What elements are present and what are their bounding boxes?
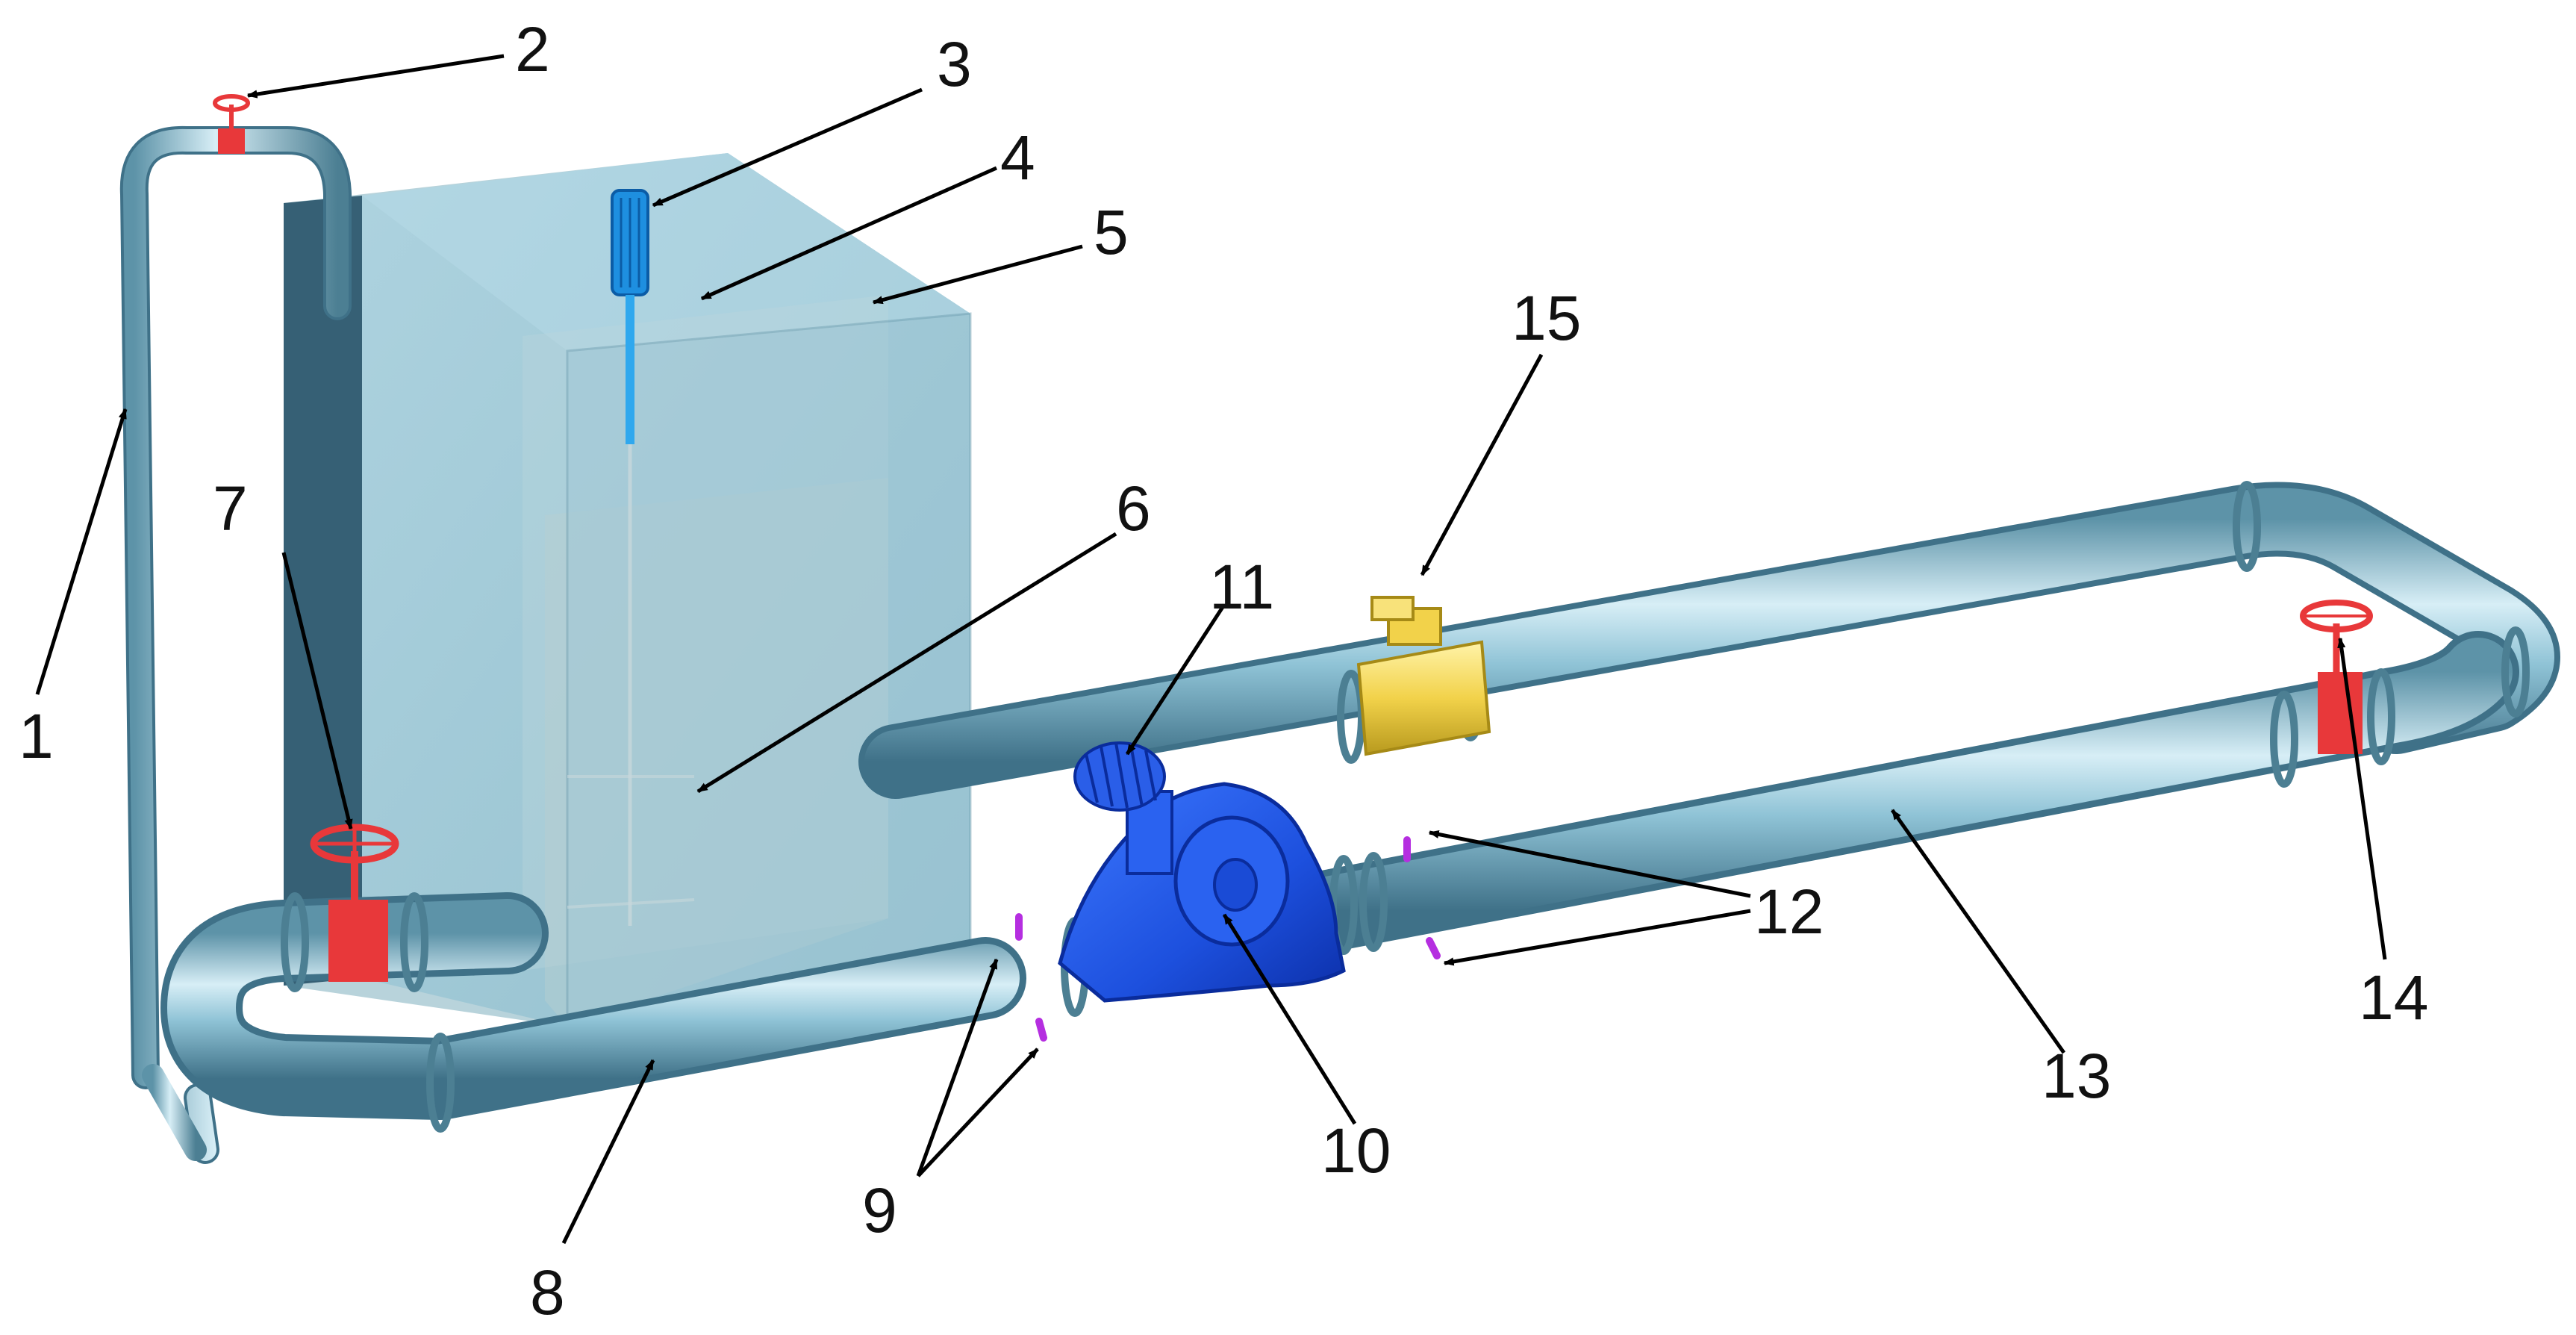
callout-5: 5	[1094, 197, 1129, 267]
pump-motor-fan	[1073, 741, 1166, 812]
callout-12: 12	[1754, 877, 1824, 947]
water-tank	[284, 153, 972, 1028]
centrifugal-pump	[1058, 782, 1346, 1003]
callout-8: 8	[530, 1257, 565, 1328]
callout-11: 11	[1209, 552, 1274, 622]
vent-valve	[213, 94, 250, 154]
callout-1: 1	[19, 701, 54, 771]
callout-7: 7	[213, 473, 248, 544]
outlet-valve	[310, 824, 399, 982]
callout-14: 14	[2359, 962, 2428, 1033]
pressure-taps	[1015, 836, 1441, 1042]
callout-arrows	[35, 54, 2387, 1245]
callout-3: 3	[937, 29, 972, 99]
callout-10: 10	[1321, 1115, 1391, 1186]
callout-6: 6	[1116, 473, 1151, 544]
stirrer	[567, 189, 695, 926]
callout-2: 2	[515, 14, 550, 84]
callout-13: 13	[2042, 1041, 2111, 1111]
callout-15: 15	[1512, 283, 1581, 353]
flowmeter	[1356, 596, 1491, 756]
callout-4: 4	[1000, 122, 1035, 193]
callout-9: 9	[862, 1175, 897, 1245]
